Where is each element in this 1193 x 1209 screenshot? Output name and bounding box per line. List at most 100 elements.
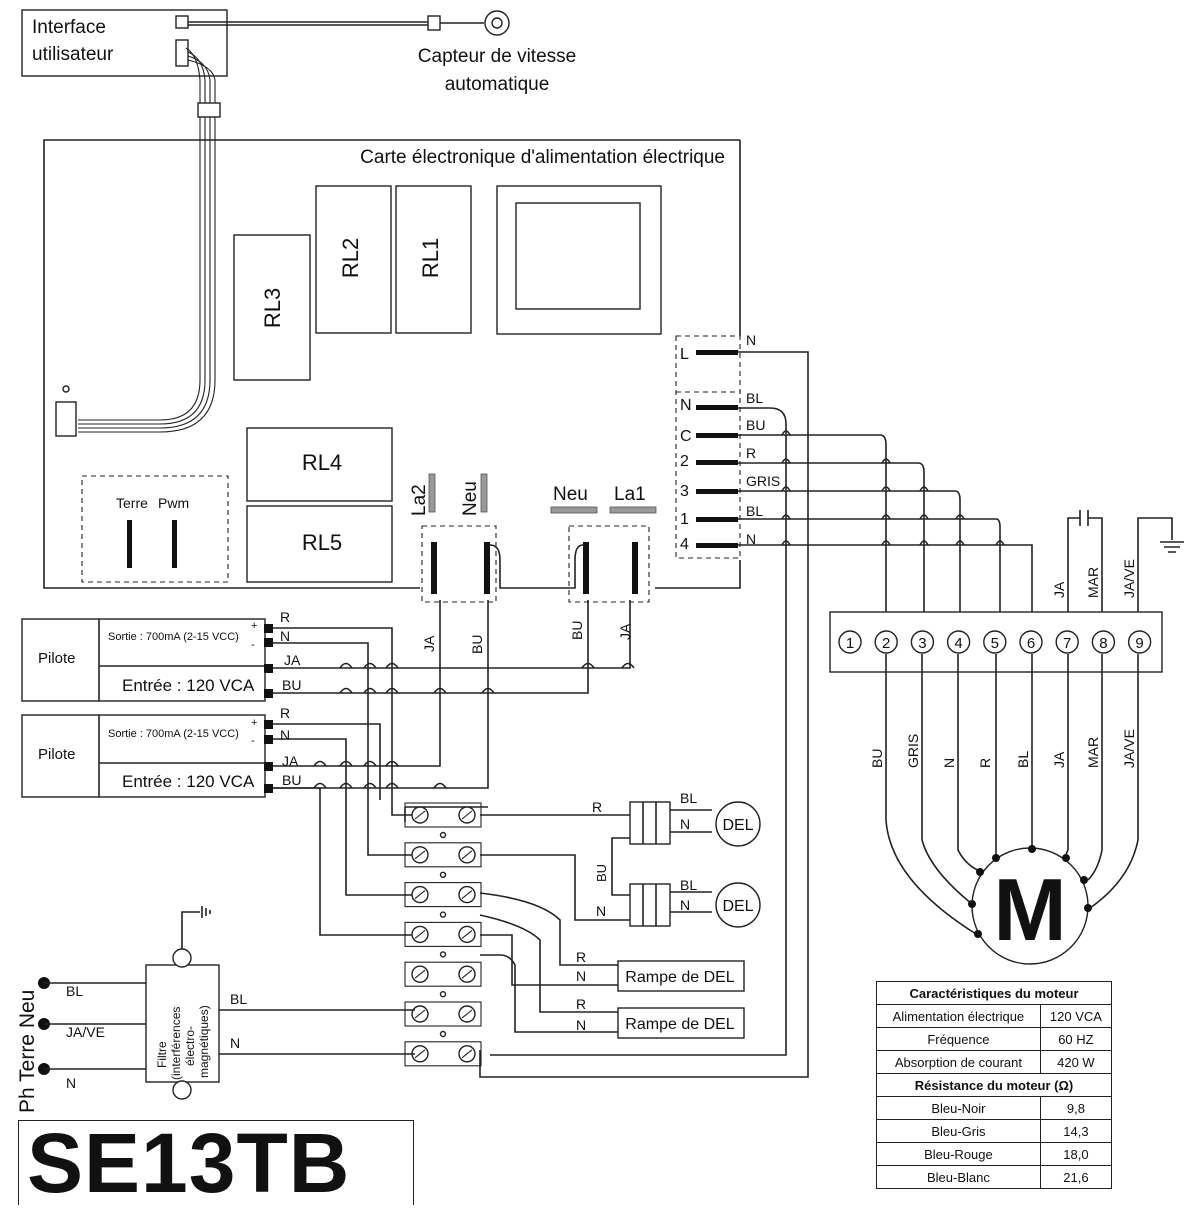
la2-label: La2	[409, 484, 430, 516]
svg-text:N: N	[66, 1075, 76, 1091]
motor-wire-label: JA	[1051, 751, 1067, 768]
svg-text:Pilote: Pilote	[38, 650, 76, 667]
terminal-block-dot	[439, 951, 447, 958]
res-value: 21,6	[1039, 1165, 1113, 1189]
svg-text:N: N	[680, 397, 692, 414]
svg-text:BU: BU	[282, 772, 301, 788]
terminal-number: 1	[846, 635, 854, 652]
terminal-1	[838, 630, 862, 654]
res-label: Bleu-Noir	[876, 1096, 1041, 1120]
terminal-top-java: JA/VE	[1121, 559, 1137, 598]
terminal-block-dot	[439, 871, 447, 878]
spec-value: 120 VCA	[1039, 1004, 1113, 1028]
svg-text:4: 4	[680, 536, 689, 553]
motor-wire-label: R	[977, 758, 993, 768]
terminal-8	[1091, 630, 1116, 654]
screw-slot	[461, 969, 473, 979]
res-label: Bleu-Rouge	[876, 1142, 1041, 1166]
svg-text:BL: BL	[746, 390, 763, 406]
svg-text:BL: BL	[680, 790, 697, 806]
terminal-number: 3	[918, 635, 926, 652]
relay-rl3	[233, 234, 311, 381]
model-number: SE13TB	[18, 1120, 414, 1205]
svg-text:Sortie : 700mA (2-15 VCC): Sortie : 700mA (2-15 VCC)	[108, 728, 239, 740]
terminal-9	[1127, 630, 1152, 654]
motor-wire-label: GRIS	[905, 734, 921, 768]
screw-slot	[414, 1049, 426, 1059]
screw-slot	[461, 890, 473, 900]
screw-slot	[414, 1009, 426, 1019]
relay-rl5-label: RL5	[302, 530, 342, 555]
board-label: Carte électronique d'alimentation électr…	[360, 147, 725, 168]
relay-rl4	[246, 427, 393, 502]
motor-feed-wires	[479, 351, 1184, 1078]
spec-value: 420 W	[1039, 1050, 1113, 1074]
connector-wire-labels: N BL BU R GRIS BL N	[746, 332, 780, 547]
terminal-number: 2	[882, 635, 890, 652]
motor-specs-title: Caractéristiques du moteur	[876, 981, 1112, 1005]
svg-text:R: R	[280, 609, 290, 625]
svg-text:Entrée : 120 VCA: Entrée : 120 VCA	[122, 772, 255, 791]
svg-text:DEL: DEL	[722, 817, 753, 834]
svg-text:DEL: DEL	[722, 898, 753, 915]
del-lamp-2: DEL BL N BU N	[480, 837, 761, 928]
res-value: 14,3	[1039, 1119, 1113, 1143]
motor-wire-label: BU	[869, 749, 885, 768]
relay-rl2-label: RL2	[338, 238, 363, 278]
relay-rl1	[395, 185, 472, 334]
user-interface-label-1: Interface	[32, 17, 106, 38]
svg-text:N: N	[680, 897, 690, 913]
svg-text:R: R	[592, 799, 602, 815]
svg-text:BL: BL	[66, 983, 83, 999]
svg-text:BL: BL	[230, 991, 247, 1007]
terminal-number: 4	[954, 635, 962, 652]
la1-label: La1	[614, 484, 646, 505]
screw-slot	[461, 810, 473, 820]
svg-text:Filtre: Filtre	[155, 1041, 169, 1068]
screw-slot	[414, 890, 426, 900]
terminal-block-dot	[439, 1030, 447, 1038]
terminal-block-cell	[404, 961, 482, 987]
terminal-block	[404, 802, 488, 1067]
svg-text:3: 3	[680, 483, 689, 500]
svg-text:BU: BU	[282, 677, 301, 693]
relay-rl2	[315, 185, 392, 334]
sensor-label-1: Capteur de vitesse	[418, 46, 576, 67]
svg-text:Entrée : 120 VCA: Entrée : 120 VCA	[122, 676, 255, 695]
screw-slot	[461, 1009, 473, 1019]
pilot-wiring	[273, 600, 635, 936]
res-label: Bleu-Blanc	[876, 1165, 1041, 1189]
relay-rl3-label: RL3	[260, 288, 285, 328]
terminal-top-ja: JA	[1051, 581, 1067, 598]
svg-text:R: R	[576, 949, 586, 965]
svg-text:+: +	[251, 620, 257, 632]
spec-label: Alimentation électrique	[876, 1004, 1041, 1028]
screw-slot	[414, 850, 426, 860]
svg-text:N: N	[280, 628, 290, 644]
motor-wire-label: MAR	[1085, 737, 1101, 768]
motor-wire-label: JA/VE	[1121, 729, 1137, 768]
spec-label: Absorption de courant	[876, 1050, 1041, 1074]
svg-text:N: N	[576, 1017, 586, 1033]
neu-label-left: Neu	[460, 481, 481, 516]
terminal-5	[983, 630, 1007, 654]
svg-text:-: -	[251, 639, 255, 651]
neu-label-right: Neu	[553, 484, 588, 505]
motor-resistance-title: Résistance du moteur (Ω)	[876, 1073, 1112, 1097]
svg-text:BU: BU	[746, 417, 765, 433]
terminal-block-cell	[404, 882, 482, 908]
terminal-3	[910, 630, 935, 654]
svg-text:BU: BU	[594, 864, 609, 882]
ribbon-cable	[78, 47, 221, 433]
motor-connector-block	[675, 335, 741, 559]
terminal-number: 9	[1135, 635, 1143, 652]
svg-text:N: N	[596, 903, 606, 919]
terminal-top-mar: MAR	[1085, 567, 1101, 598]
del-lamp-1: DEL BL N R	[480, 790, 761, 847]
svg-text:C: C	[680, 428, 692, 445]
wire-label-bu-2: BU	[569, 621, 585, 640]
user-interface-label-2: utilisateur	[32, 44, 114, 65]
